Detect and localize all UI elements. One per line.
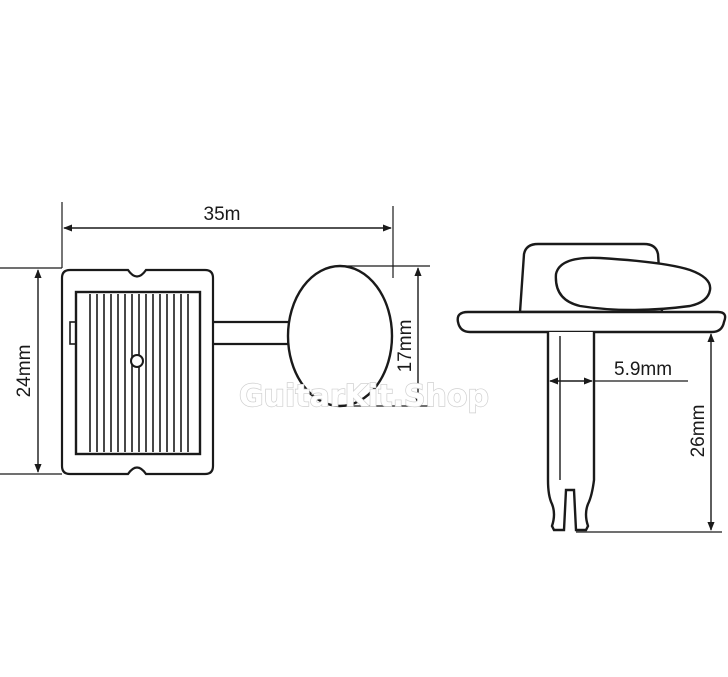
gear-box	[74, 290, 202, 456]
center-screw	[130, 354, 144, 368]
housing-plate	[60, 268, 215, 476]
front-view	[60, 264, 394, 476]
post-height-label: 26mm	[688, 405, 709, 458]
side-dimensions: 5.9mm 26mm	[549, 333, 722, 533]
height-left-label: 24mm	[14, 345, 35, 398]
watermark: GuitarKit.Shop	[239, 379, 489, 414]
gear-ribs	[89, 294, 189, 452]
side-view	[456, 242, 727, 532]
side-base-plate	[456, 310, 727, 334]
tuner-shaft	[213, 320, 292, 346]
front-dimensions: 35m 24mm 17mm	[0, 202, 430, 475]
side-knob	[554, 256, 712, 312]
string-post	[546, 332, 596, 532]
post-diameter-label: 5.9mm	[614, 359, 672, 380]
width-top-label: 35m	[204, 204, 241, 225]
gear-tab	[69, 321, 77, 345]
button-height-label: 17mm	[395, 320, 416, 373]
tuner-button	[286, 264, 394, 408]
